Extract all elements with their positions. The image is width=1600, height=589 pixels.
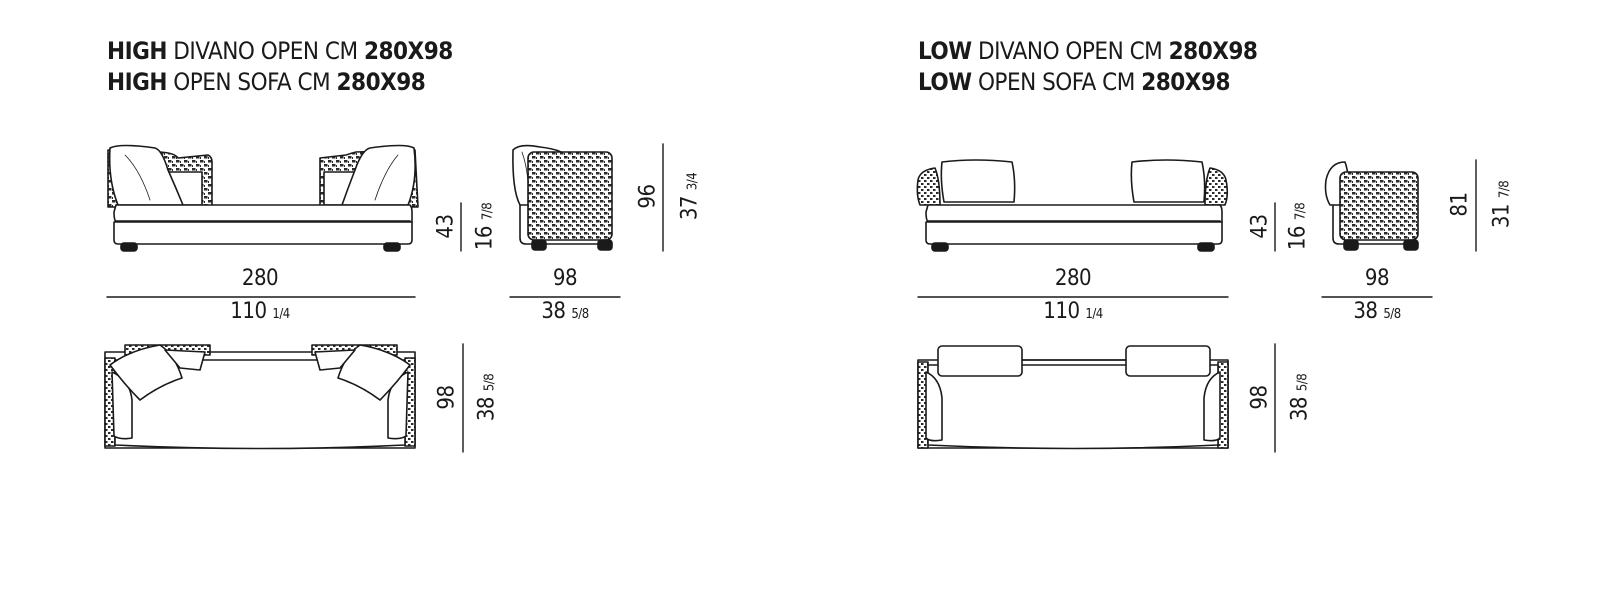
high-top-depth-cm: 98 xyxy=(434,385,460,410)
low-title-italian: LOW DIVANO OPEN CM 280X98 xyxy=(918,37,1258,65)
high-side-height-cm: 96 xyxy=(635,184,661,209)
high-title-italian: HIGH DIVANO OPEN CM 280X98 xyxy=(107,37,453,65)
high-width-cm: 280 xyxy=(241,266,279,291)
low-front-view xyxy=(916,159,1229,252)
low-side-view xyxy=(1324,161,1419,251)
high-width-in: 110 1/4 xyxy=(230,299,290,324)
high-top-depth-in: 38 5/8 xyxy=(474,373,500,422)
high-title-english: HIGH OPEN SOFA CM 280X98 xyxy=(107,68,426,96)
low-front-height-in: 16 7/8 xyxy=(1285,202,1311,251)
low-width-cm: 280 xyxy=(1054,266,1092,291)
low-side-height-in: 31 7/8 xyxy=(1489,180,1515,229)
low-side-height-cm: 81 xyxy=(1447,192,1473,217)
low-title-english: LOW OPEN SOFA CM 280X98 xyxy=(918,68,1230,96)
high-side-view xyxy=(512,144,613,251)
low-depth-cm: 98 xyxy=(1364,266,1390,291)
high-front-height-cm: 43 xyxy=(433,214,459,239)
high-side-height-in: 37 3/4 xyxy=(677,172,703,221)
low-top-depth-cm: 98 xyxy=(1247,385,1273,410)
high-front-view xyxy=(107,144,419,252)
low-width-in: 110 1/4 xyxy=(1043,299,1103,324)
low-depth-in: 38 5/8 xyxy=(1353,299,1401,324)
high-depth-cm: 98 xyxy=(552,266,578,291)
high-depth-in: 38 5/8 xyxy=(541,299,589,324)
low-front-height-cm: 43 xyxy=(1247,214,1273,239)
high-front-height-in: 16 7/8 xyxy=(472,202,498,251)
low-top-view xyxy=(917,345,1229,450)
low-top-depth-in: 38 5/8 xyxy=(1287,373,1313,422)
high-top-view xyxy=(104,344,416,450)
